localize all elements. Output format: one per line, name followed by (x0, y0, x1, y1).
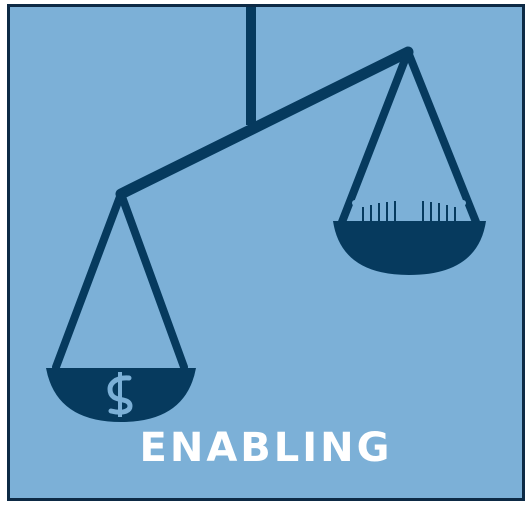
dollar-sign-icon (107, 372, 133, 417)
caption-enabling: ENABLING (139, 425, 393, 471)
right-pan (333, 221, 486, 275)
left-pan-string (52, 190, 125, 371)
balance-scale-illustration (46, 7, 486, 422)
enabling-tile: ENABLING (7, 4, 525, 501)
scale-beam (115, 46, 414, 200)
left-pan-string (117, 190, 188, 371)
right-pan-string (404, 48, 480, 226)
crowd-of-people-icon (352, 180, 466, 221)
right-pan-string (338, 48, 412, 226)
